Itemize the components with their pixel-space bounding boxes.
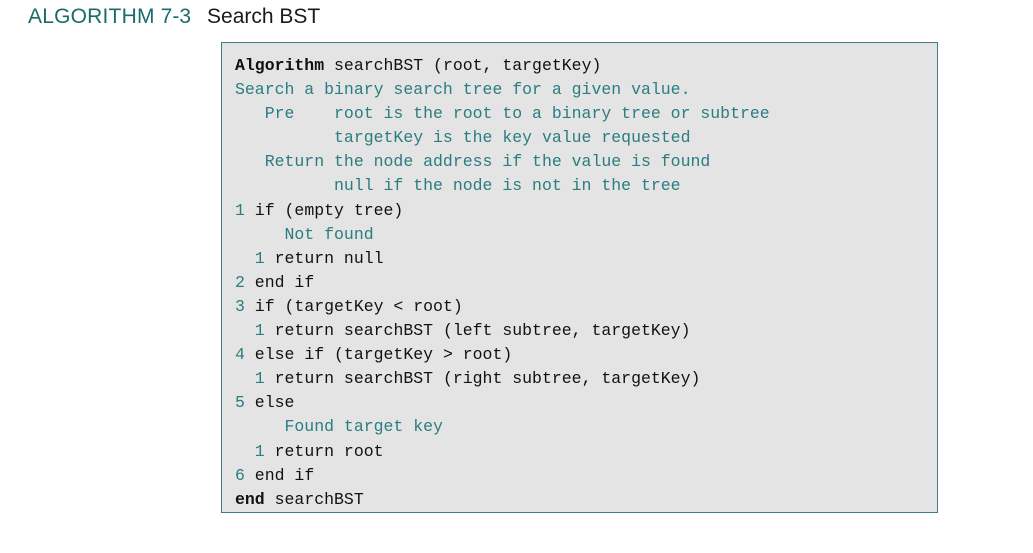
code-line-text: searchBST [264, 489, 364, 509]
code-line-text: end if [244, 272, 315, 292]
code-line: 3 if (targetKey < root) [235, 295, 937, 319]
code-line: targetKey is the key value requested [235, 126, 937, 150]
code-line-text: Return the node address if the value is … [235, 152, 711, 172]
code-line: Pre root is the root to a binary tree or… [235, 102, 937, 126]
code-line: 4 else if (targetKey > root) [235, 343, 937, 367]
code-line-text: Not found [235, 224, 374, 244]
code-line: 5 else [235, 391, 937, 415]
algorithm-code-box: Algorithm searchBST (root, targetKey)Sea… [221, 42, 938, 513]
code-line-text: null if the node is not in the tree [235, 176, 681, 196]
code-line-text: return root [264, 441, 384, 461]
code-line-number: 1 [235, 441, 265, 461]
code-line-text: Search a binary search tree for a given … [235, 80, 691, 100]
code-listing: Algorithm searchBST (root, targetKey)Sea… [222, 43, 937, 512]
code-line-number: 1 [235, 200, 245, 220]
code-keyword: Algorithm [235, 56, 325, 75]
code-line-text: if (empty tree) [244, 200, 404, 220]
code-line: 1 return searchBST (left subtree, target… [235, 319, 937, 343]
code-line: Found target key [235, 415, 937, 439]
code-line-text: searchBST (root, targetKey) [324, 56, 602, 75]
code-line: Not found [235, 223, 937, 247]
code-line-text: targetKey is the key value requested [235, 128, 691, 148]
code-line-text: else if (targetKey > root) [244, 345, 513, 365]
code-line-number: 6 [235, 465, 245, 485]
code-line: 2 end if [235, 271, 937, 295]
algorithm-title: Search BST [207, 5, 321, 28]
code-line-text: return null [264, 248, 384, 268]
code-line: Search a binary search tree for a given … [235, 78, 937, 102]
code-line: 1 return root [235, 440, 937, 464]
code-line: 1 return searchBST (right subtree, targe… [235, 367, 937, 391]
code-line-number: 3 [235, 296, 245, 316]
code-line-number: 2 [235, 272, 245, 292]
code-line-text: Pre root is the root to a binary tree or… [235, 104, 770, 124]
code-line-text: return searchBST (left subtree, targetKe… [264, 321, 691, 341]
code-line: Return the node address if the value is … [235, 150, 937, 174]
code-line: 6 end if [235, 464, 937, 488]
code-line-text: else [244, 393, 295, 413]
code-line-text: Found target key [235, 417, 443, 437]
code-line: 1 return null [235, 247, 937, 271]
code-line: Algorithm searchBST (root, targetKey) [235, 54, 937, 78]
code-line: 1 if (empty tree) [235, 199, 937, 223]
code-line-text: end if [244, 465, 315, 485]
code-line-number: 1 [235, 369, 265, 389]
code-line: null if the node is not in the tree [235, 174, 937, 198]
code-keyword: end [235, 489, 265, 509]
code-line-number: 1 [235, 248, 265, 268]
algorithm-number: 7-3 [160, 5, 192, 28]
code-line-text: return searchBST (right subtree, targetK… [264, 369, 701, 389]
code-line-text: if (targetKey < root) [244, 296, 463, 316]
code-line-number: 1 [235, 321, 265, 341]
code-line-number: 4 [235, 345, 245, 365]
code-line-number: 5 [235, 393, 245, 413]
code-line: end searchBST [235, 488, 937, 512]
algorithm-label: ALGORITHM [28, 5, 155, 28]
